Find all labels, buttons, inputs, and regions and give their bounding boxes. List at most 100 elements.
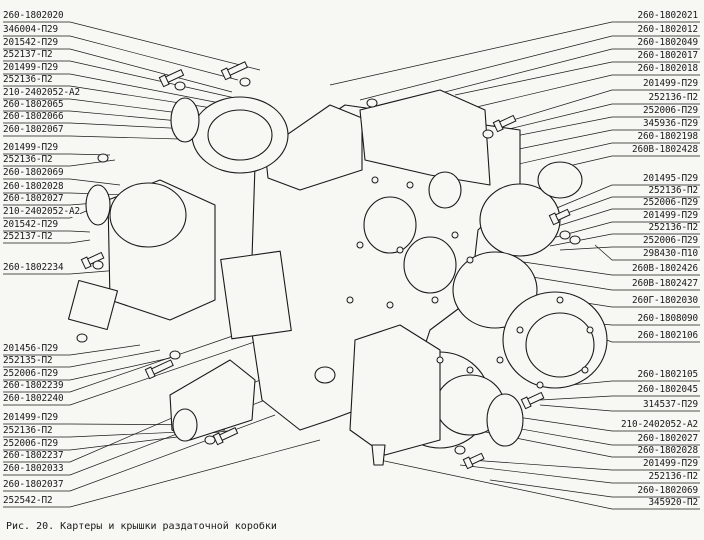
callout-right-5: 260-1802018 <box>637 63 698 74</box>
callout-left-17: 201542-П29 <box>3 219 58 230</box>
leader-line <box>374 48 700 111</box>
small-flange-plate <box>67 279 119 331</box>
drain-plug <box>314 366 336 384</box>
callout-right-3: 260-1802049 <box>637 37 698 48</box>
callout-right-13: 252136-П2 <box>648 185 698 196</box>
leader-line <box>379 459 700 510</box>
leader-line <box>539 404 700 412</box>
lower-left-shaft-end <box>172 408 198 442</box>
leader-line <box>539 395 700 401</box>
leader-line <box>3 239 91 244</box>
leader-line <box>3 178 121 186</box>
callout-right-22: 260-1808090 <box>637 313 698 324</box>
bolt-hole <box>536 381 544 389</box>
callout-right-6: 201499-П29 <box>643 78 698 89</box>
callout-left-31: 252542-П2 <box>3 495 53 506</box>
callout-right-8: 252006-П29 <box>643 105 698 116</box>
callout-right-4: 260-1802017 <box>637 50 698 61</box>
figure-caption: Рис. 20. Картеры и крышки раздаточной ко… <box>6 521 277 532</box>
left-bearing-cap <box>109 182 187 248</box>
callout-right-9: 345936-П29 <box>643 118 698 129</box>
leader-line <box>3 73 231 106</box>
top-seal-ring <box>170 97 200 143</box>
leader-line <box>519 274 700 291</box>
callout-right-33: 345920-П2 <box>648 497 698 508</box>
leader-line <box>3 429 226 438</box>
leader-line <box>3 439 321 508</box>
bolt-hole <box>466 256 474 264</box>
washer <box>169 350 181 360</box>
bolt-hole <box>346 296 354 304</box>
leader-line <box>3 192 131 196</box>
callout-left-23: 260-1802239 <box>3 380 64 391</box>
leader-line <box>479 89 700 131</box>
bolt-hole <box>406 181 414 189</box>
leader-line <box>3 423 216 426</box>
leader-line <box>469 459 700 471</box>
leader-line <box>3 35 239 81</box>
callout-left-14: 260-1802028 <box>3 181 64 192</box>
callout-left-25: 201499-П29 <box>3 412 58 423</box>
bolt-hole <box>516 326 524 334</box>
leader-line <box>3 110 191 123</box>
callout-left-18: 252137-П2 <box>3 231 53 242</box>
callout-left-8: 260-1802065 <box>3 99 64 110</box>
leader-line <box>3 339 261 406</box>
washer <box>366 98 378 108</box>
bolt <box>212 427 239 446</box>
washer <box>92 260 104 270</box>
bolt-hole <box>371 176 379 184</box>
bolt-hole <box>586 326 594 334</box>
leader-line <box>3 85 226 111</box>
left-seal-ring <box>85 184 111 226</box>
callout-right-25: 260-1802045 <box>637 384 698 395</box>
leader-line <box>3 135 216 141</box>
washer <box>454 445 466 455</box>
callout-left-15: 260-1802027 <box>3 193 64 204</box>
callout-left-28: 260-1802237 <box>3 450 64 461</box>
callout-right-28: 260-1802027 <box>637 433 698 444</box>
bolt-hole <box>581 366 589 374</box>
lower-bore <box>403 236 457 294</box>
leader-line <box>3 344 141 356</box>
callout-right-12: 201495-П29 <box>643 173 698 184</box>
callout-left-16: 210-2402052-А2 <box>3 206 80 217</box>
callout-right-18: 298430-П10 <box>643 248 698 259</box>
leader-line <box>559 155 700 169</box>
right-upper-cover <box>479 183 561 257</box>
callout-right-30: 201499-П29 <box>643 458 698 469</box>
washer <box>569 235 581 245</box>
callout-left-11: 201499-П29 <box>3 142 58 153</box>
cover-flange-plate <box>220 250 292 340</box>
bolt-hole <box>356 241 364 249</box>
callout-left-19: 260-1802234 <box>3 262 64 273</box>
leader-line <box>544 208 700 231</box>
leader-line <box>3 98 196 116</box>
bolt-hole <box>386 301 394 309</box>
bolt-hole <box>466 366 474 374</box>
top-cover <box>264 104 363 191</box>
callout-right-27: 210-2402052-А2 <box>621 419 698 430</box>
callout-right-20: 260В-1802427 <box>632 278 698 289</box>
breather <box>371 444 386 466</box>
bolt <box>520 391 545 410</box>
callout-right-1: 260-1802021 <box>637 10 698 21</box>
callout-right-23: 260-1802106 <box>637 330 698 341</box>
callout-right-17: 252006-П29 <box>643 235 698 246</box>
leader-line <box>329 21 700 86</box>
leader-line <box>3 357 171 381</box>
bolt-hole <box>431 296 439 304</box>
callout-right-32: 260-1802069 <box>637 485 698 496</box>
callout-left-3: 201542-П29 <box>3 37 58 48</box>
leader-line <box>3 153 111 156</box>
callout-right-7: 252136-П2 <box>648 92 698 103</box>
washer <box>482 129 494 139</box>
callout-left-27: 252006-П29 <box>3 438 58 449</box>
callout-right-11: 260В-1802428 <box>632 144 698 155</box>
front-seal-ring <box>486 393 524 447</box>
leader-line <box>429 74 700 119</box>
callout-right-29: 260-1802028 <box>637 445 698 456</box>
bolt <box>548 208 571 226</box>
